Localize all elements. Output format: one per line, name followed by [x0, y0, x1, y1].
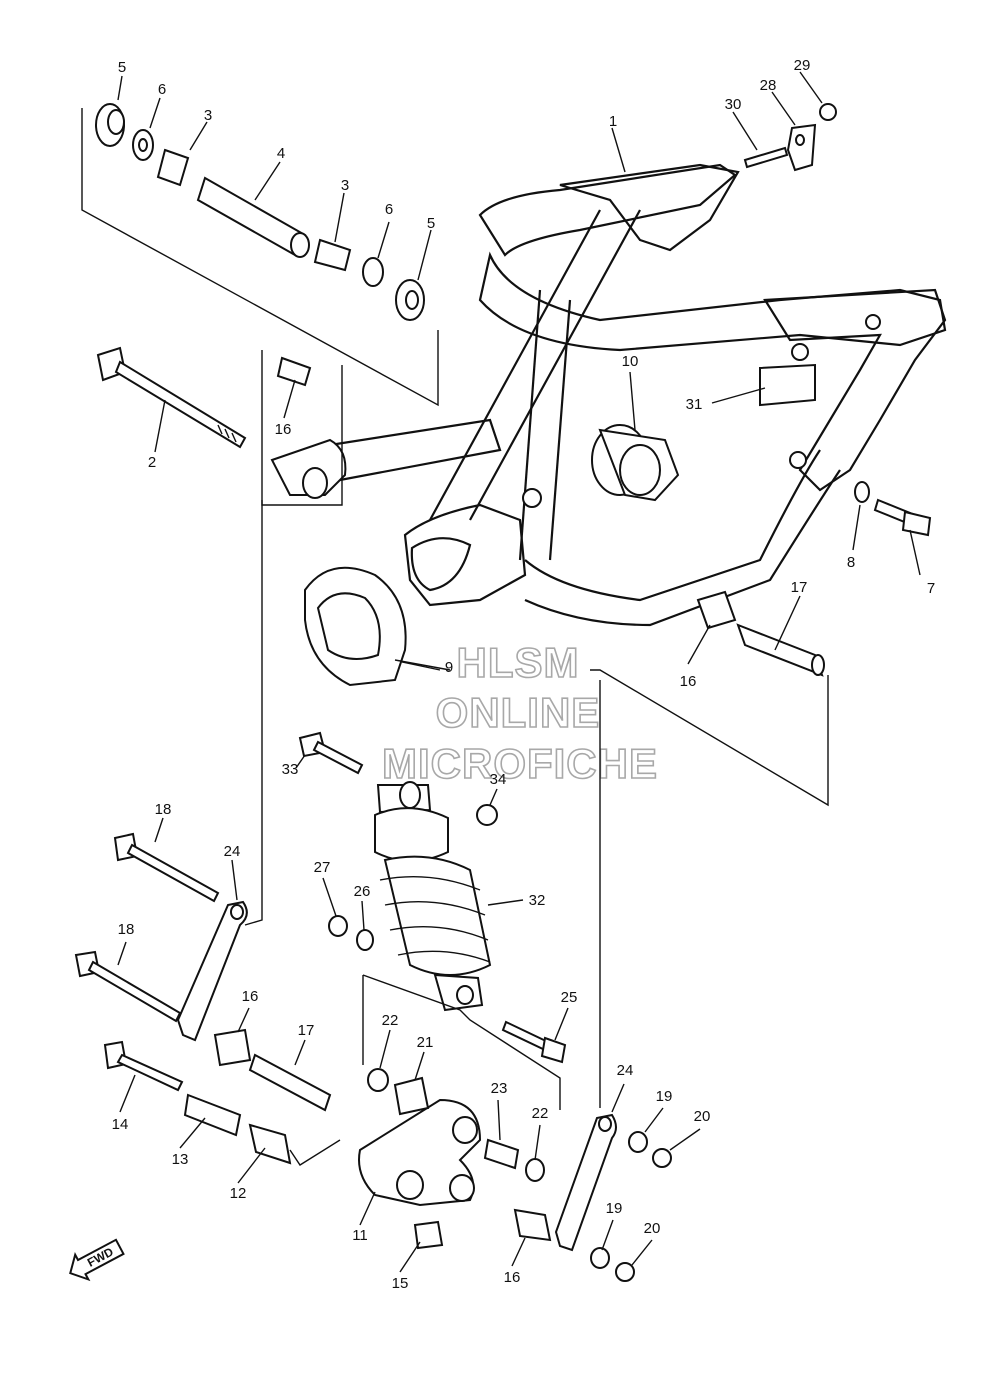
watermark-line-1: HLSM [457, 639, 580, 686]
cover-part [304, 566, 451, 687]
callout-19: 19 [606, 1200, 623, 1217]
watermark-line-2: ONLINE [436, 689, 601, 736]
callout-20: 20 [694, 1108, 711, 1125]
callout-13: 13 [172, 1151, 189, 1168]
callout-7: 7 [927, 580, 935, 597]
callout-18: 18 [155, 801, 172, 818]
callout-32: 32 [529, 892, 546, 909]
callout-3: 3 [341, 177, 349, 194]
callout-34: 34 [490, 771, 507, 788]
callout-labels: 5 6 3 4 3 6 5 1 30 28 29 10 31 2 16 8 7 … [112, 57, 936, 1292]
frame-side-parts [591, 363, 932, 537]
callout-25: 25 [561, 989, 578, 1006]
callout-6: 6 [385, 201, 393, 218]
callout-3: 3 [204, 107, 212, 124]
callout-28: 28 [760, 77, 777, 94]
pivot-bolt [96, 346, 343, 506]
callout-8: 8 [847, 554, 855, 571]
callout-29: 29 [794, 57, 811, 74]
callout-24: 24 [224, 843, 241, 860]
callout-26: 26 [354, 883, 371, 900]
callout-27: 27 [314, 859, 331, 876]
callout-10: 10 [622, 353, 639, 370]
watermark-line-3: MICROFICHE [382, 740, 658, 787]
callout-14: 14 [112, 1116, 129, 1133]
callout-33: 33 [282, 761, 299, 778]
callout-18: 18 [118, 921, 135, 938]
callout-17: 17 [298, 1022, 315, 1039]
callout-21: 21 [417, 1034, 434, 1051]
callout-6: 6 [158, 81, 166, 98]
callout-1: 1 [609, 113, 617, 130]
collar-parts-right [590, 590, 829, 807]
callout-23: 23 [491, 1080, 508, 1097]
bracket-parts [743, 103, 837, 172]
rear-shock [298, 731, 567, 1110]
callout-9: 9 [445, 659, 453, 676]
callout-16: 16 [504, 1269, 521, 1286]
pivot-parts-top [81, 103, 439, 407]
swingarm-frame [270, 163, 947, 627]
callout-19: 19 [656, 1088, 673, 1105]
callout-5: 5 [118, 59, 126, 76]
callout-16: 16 [275, 421, 292, 438]
callout-16: 16 [242, 988, 259, 1005]
callout-20: 20 [644, 1220, 661, 1237]
callout-17: 17 [791, 579, 808, 596]
callout-15: 15 [392, 1275, 409, 1292]
callout-30: 30 [725, 96, 742, 113]
callout-24: 24 [617, 1062, 634, 1079]
callout-4: 4 [277, 145, 285, 162]
fwd-arrow: FWD [69, 1238, 125, 1282]
callout-5: 5 [427, 215, 435, 232]
linkage [74, 500, 672, 1282]
callout-22: 22 [382, 1012, 399, 1029]
callout-11: 11 [352, 1227, 368, 1244]
watermark: HLSM ONLINE MICROFICHE [381, 638, 658, 788]
callout-16: 16 [680, 673, 697, 690]
callout-22: 22 [532, 1105, 549, 1122]
leader-lines [117, 71, 921, 1273]
callout-31: 31 [686, 396, 703, 413]
callout-2: 2 [148, 454, 156, 471]
callout-12: 12 [230, 1185, 247, 1202]
